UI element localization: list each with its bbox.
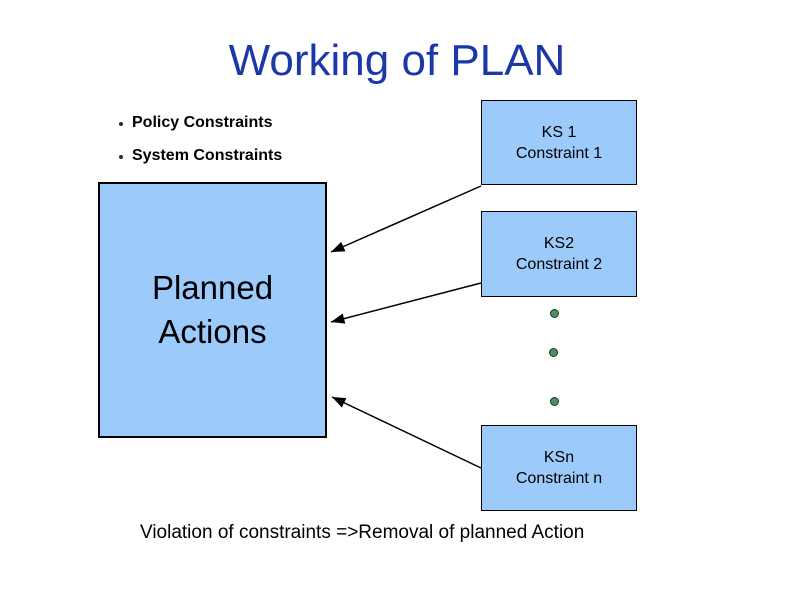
continuation-dot-icon [549, 348, 558, 357]
bullet-item-system-constraints: System Constraints [119, 146, 282, 166]
ks1-box: KS 1 Constraint 1 [481, 100, 637, 185]
arrow-ks2-to-planned-actions [330, 282, 482, 324]
bullet-dot-icon [119, 122, 123, 126]
bullet-dot-icon [119, 155, 123, 159]
ks1-name: KS 1 [541, 123, 577, 141]
arrow-ksn-to-planned-actions [331, 396, 482, 469]
continuation-dot-icon [550, 397, 559, 406]
ks2-name: KS2 [543, 235, 575, 252]
ks1-constraint: Constraint 1 [515, 144, 603, 162]
ksn-box: KSn Constraint n [481, 425, 637, 511]
bullet-label: Policy Constraints [132, 114, 273, 131]
footer-note: Violation of constraints =>Removal of pl… [140, 522, 585, 543]
planned-actions-label: Planned Actions [151, 269, 274, 350]
ksn-constraint: Constraint n [515, 470, 603, 487]
continuation-dot-icon [550, 309, 559, 318]
planned-actions-box: Planned Actions [98, 182, 327, 438]
ks2-constraint: Constraint 2 [515, 256, 603, 273]
bullet-label: System Constraints [132, 147, 283, 164]
arrow-ks1-to-planned-actions [330, 185, 482, 253]
ksn-name: KSn [543, 449, 575, 466]
bullet-item-policy-constraints: Policy Constraints [119, 113, 272, 133]
slide-title: Working of PLAN [228, 36, 566, 85]
ks2-box: KS2 Constraint 2 [481, 211, 637, 297]
